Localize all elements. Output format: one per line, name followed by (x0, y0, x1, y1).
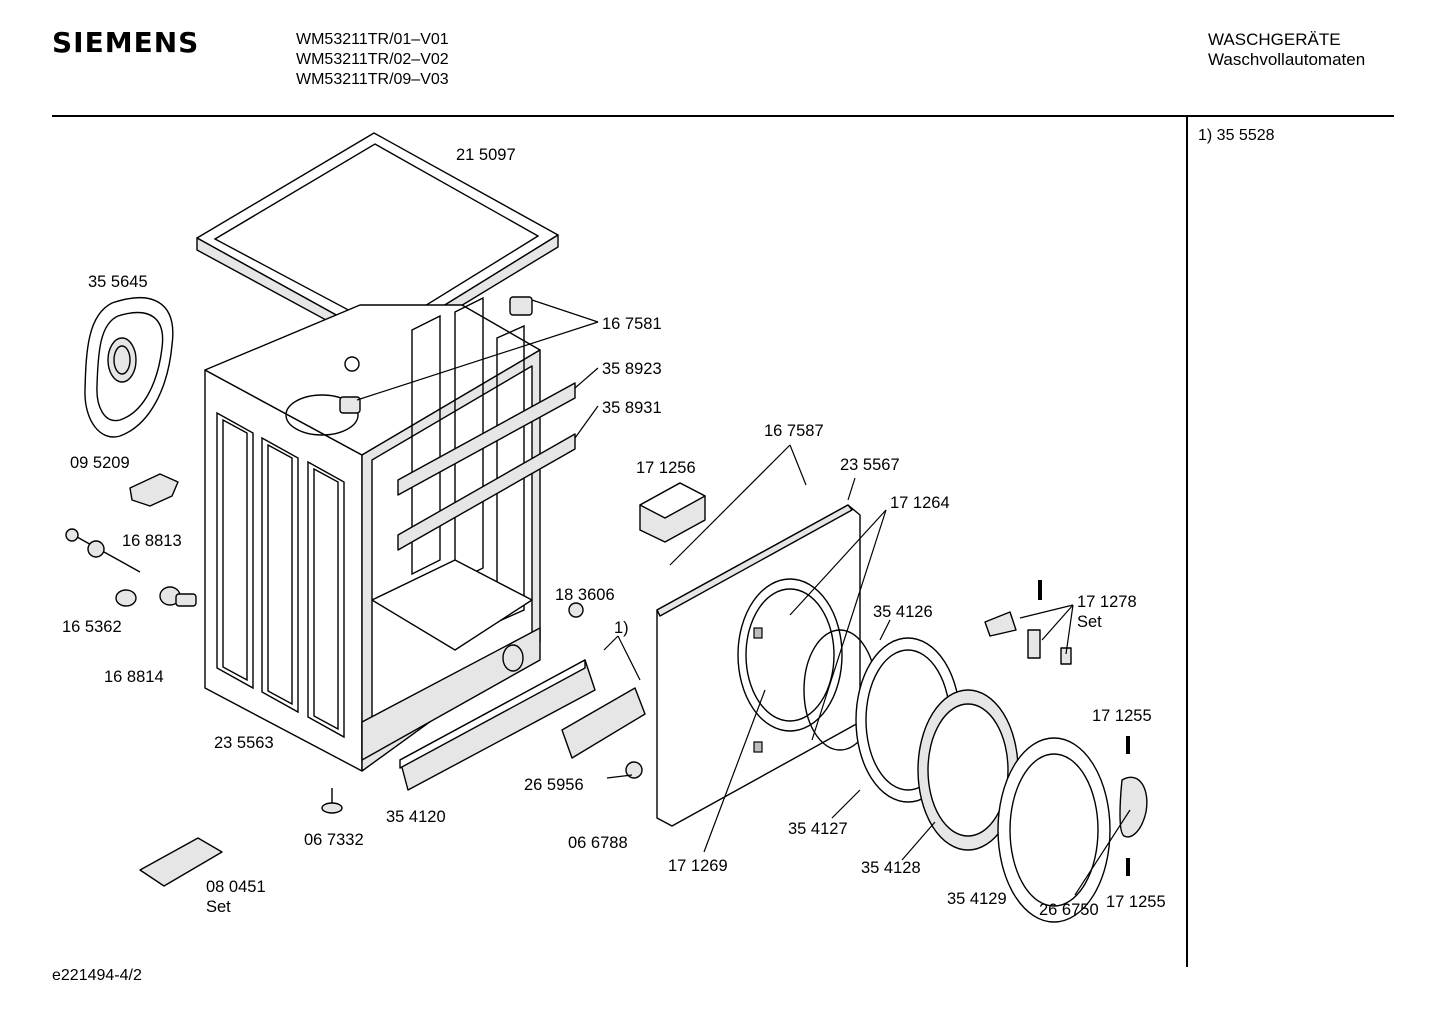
cap-165362-part[interactable] (115, 589, 137, 607)
door-glass-part[interactable] (917, 689, 1019, 851)
part-label: 06 7332 (304, 831, 364, 849)
knob-066788-part[interactable] (625, 761, 643, 779)
part-label: 16 5362 (62, 618, 122, 636)
part-label: 21 5097 (456, 146, 516, 164)
footnote: 1) 35 5528 (1198, 127, 1275, 144)
part-label: 35 4120 (386, 808, 446, 826)
bolt-168814-part[interactable] (159, 586, 197, 607)
foot-067332-part[interactable] (321, 788, 343, 814)
part-label: 35 4127 (788, 820, 848, 838)
strut-358923-part[interactable] (397, 382, 576, 496)
brand-logo: SIEMENS (52, 26, 200, 59)
part-label: 17 1269 (668, 857, 728, 875)
part-label: 16 7587 (764, 422, 824, 440)
door-lock-part[interactable] (639, 482, 706, 543)
rear-cover-part[interactable] (84, 297, 174, 438)
part-label: 35 4128 (861, 859, 921, 877)
model-number: WM53211TR/02–V02 (296, 51, 449, 68)
part-label: 17 1256 (636, 459, 696, 477)
cabinet-body-part[interactable] (204, 296, 541, 772)
part-label: 26 5956 (524, 776, 584, 794)
part-label: Set (1077, 613, 1102, 631)
transport-bolt-part[interactable] (65, 528, 141, 573)
leader-lines (356, 299, 1131, 896)
detergent-drawer-part[interactable] (399, 659, 596, 791)
part-label: 17 1264 (890, 494, 950, 512)
clip-167581-part[interactable] (339, 296, 533, 414)
bracket-080451-part[interactable] (139, 837, 223, 887)
model-number: WM53211TR/01–V01 (296, 31, 449, 48)
part-label: 06 6788 (568, 834, 628, 852)
door-handle-part[interactable] (1119, 776, 1148, 838)
hinge-set-part[interactable] (984, 580, 1072, 665)
grommet-183606-part[interactable] (568, 602, 584, 618)
part-label: 35 4129 (947, 890, 1007, 908)
part-label: 1) (614, 619, 629, 637)
header-divider (52, 115, 1394, 117)
category-subtitle: Waschvollautomaten (1208, 50, 1366, 69)
drawer-handle-part[interactable] (561, 687, 646, 759)
strut-358931-part[interactable] (397, 433, 576, 551)
document-id: e221494-4/2 (52, 967, 142, 984)
model-number: WM53211TR/09–V03 (296, 71, 449, 88)
category-title: WASCHGERÄTE (1208, 30, 1341, 49)
part-label: 18 3606 (555, 586, 615, 604)
model-list: WM53211TR/01–V01 WM53211TR/02–V02 WM5321… (296, 30, 449, 90)
part-label: 08 0451 (206, 878, 266, 896)
part-label: 35 8923 (602, 360, 662, 378)
part-label: 17 1278 (1077, 593, 1137, 611)
part-label: 35 8931 (602, 399, 662, 417)
part-label: 23 5563 (214, 734, 274, 752)
part-label: 35 4126 (873, 603, 933, 621)
part-label: 23 5567 (840, 456, 900, 474)
part-label: 16 8813 (122, 532, 182, 550)
part-label: 16 7581 (602, 315, 662, 333)
part-label: 09 5209 (70, 454, 130, 472)
part-label: Set (206, 898, 231, 916)
category: WASCHGERÄTE Waschvollautomaten (1208, 30, 1365, 70)
part-label: 17 1255 (1106, 893, 1166, 911)
part-label: 16 8814 (104, 668, 164, 686)
part-label: 17 1255 (1092, 707, 1152, 725)
part-label: 26 6750 (1039, 901, 1099, 919)
notes-divider (1186, 117, 1188, 967)
door-frame-outer-part[interactable] (997, 737, 1111, 923)
front-panel-part[interactable] (656, 504, 861, 827)
clamp-095209-part[interactable] (129, 473, 179, 507)
part-label: 35 5645 (88, 273, 148, 291)
